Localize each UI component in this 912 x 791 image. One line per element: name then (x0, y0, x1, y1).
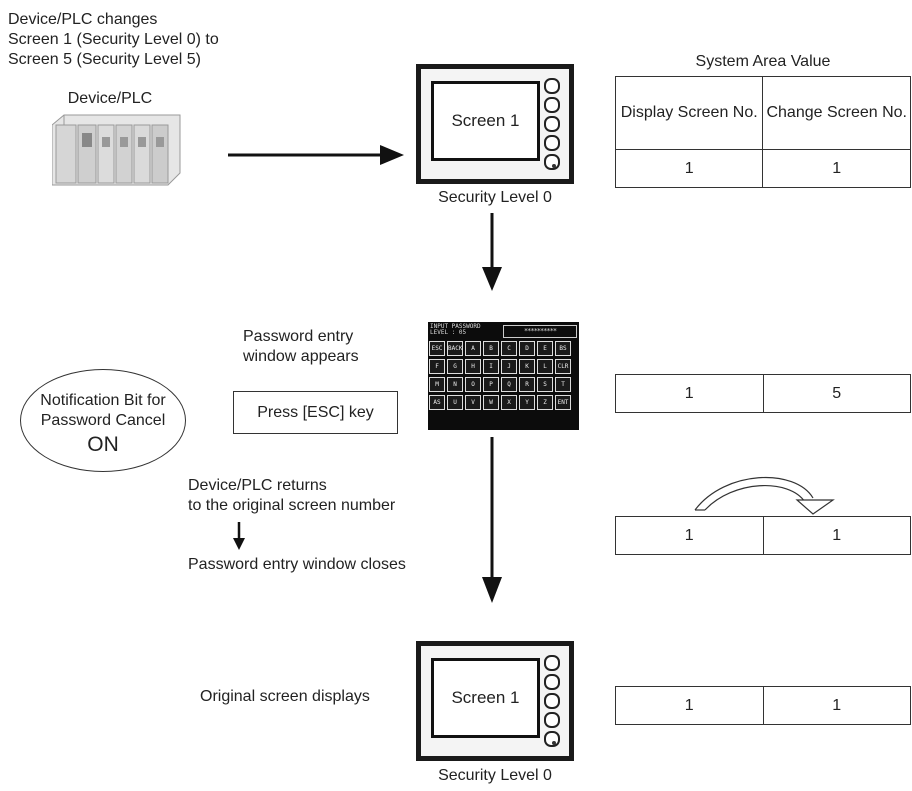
keypad-key[interactable]: M (429, 377, 445, 392)
intro-line-2: Screen 1 (Security Level 0) to (8, 31, 219, 48)
notification-line-1: Notification Bit for (40, 392, 166, 409)
keypad-key[interactable]: W (483, 395, 499, 410)
password-title-line-2: LEVEL : 05 (430, 329, 467, 336)
arrow-right (228, 145, 404, 165)
keypad-key[interactable]: L (537, 359, 553, 374)
arrow-down-2 (482, 437, 502, 603)
returns-line-2: to the original screen number (188, 497, 396, 514)
table-cell-change: 1 (762, 686, 911, 725)
keypad-key[interactable]: X (501, 395, 517, 410)
press-esc-box: Press [ESC] key (233, 391, 398, 434)
device-label: Device/PLC (67, 90, 153, 107)
keypad-key[interactable]: Y (519, 395, 535, 410)
returns-text: Device/PLC returns to the original scree… (188, 476, 395, 516)
keypad-key[interactable]: H (465, 359, 481, 374)
hmi-led-dot (552, 164, 556, 168)
table-cell-display: 1 (615, 374, 764, 413)
intro-line-1: Device/PLC changes (8, 11, 158, 28)
keypad-key[interactable]: O (465, 377, 481, 392)
window-closes-text: Password entry window closes (188, 556, 406, 573)
keypad-key[interactable]: D (519, 341, 535, 356)
table-title: System Area Value (695, 53, 831, 70)
keypad-key[interactable]: S (537, 377, 553, 392)
security-level-top: Security Level 0 (438, 189, 552, 206)
keypad-key[interactable]: N (447, 377, 463, 392)
intro-text: Device/PLC changes Screen 1 (Security Le… (8, 10, 219, 70)
keypad-key[interactable]: ENT (555, 395, 571, 410)
notification-line-2: Password Cancel (40, 412, 166, 429)
hmi-panel-top: Screen 1 (416, 64, 574, 184)
password-window-title: INPUT PASSWORD LEVEL : 05 (430, 324, 481, 336)
table-cell-display: 1 (615, 516, 764, 555)
small-arrow-down (233, 522, 245, 550)
table-cell-change: 1 (762, 516, 911, 555)
system-area-table-row-4: 1 1 (615, 686, 911, 725)
keypad-key[interactable]: CLR (555, 359, 571, 374)
hmi-screen-label: Screen 1 (431, 658, 540, 738)
hmi-panel-bottom: Screen 1 (416, 641, 574, 761)
security-level-bottom: Security Level 0 (438, 767, 552, 784)
password-appears-line-1: Password entry (243, 328, 354, 345)
keypad-key[interactable]: C (501, 341, 517, 356)
password-title-line-1: INPUT PASSWORD (430, 323, 481, 330)
password-appears-label: Password entry window appears (243, 327, 359, 367)
plc-device-icon (52, 114, 181, 186)
keypad-key[interactable]: T (555, 377, 571, 392)
arrow-down-1 (482, 213, 502, 291)
notification-on-label: ON (87, 433, 119, 456)
table-cell-display: 1 (615, 686, 764, 725)
returns-line-1: Device/PLC returns (188, 477, 327, 494)
password-entry-window: INPUT PASSWORD LEVEL : 05 ********** ESC… (428, 322, 579, 430)
table-cell-change: 1 (762, 149, 911, 188)
keypad-key[interactable]: Z (537, 395, 553, 410)
curved-arrow-icon (694, 476, 835, 515)
keypad-key[interactable]: F (429, 359, 445, 374)
hmi-function-keys (544, 78, 560, 173)
password-input-field[interactable]: ********** (503, 325, 577, 338)
keypad-key[interactable]: P (483, 377, 499, 392)
table-cell-display: 1 (614, 149, 764, 188)
keypad-key[interactable]: U (447, 395, 463, 410)
keypad-key[interactable]: E (537, 341, 553, 356)
keypad-key[interactable]: ESC (429, 341, 445, 356)
hmi-screen-label: Screen 1 (431, 81, 540, 161)
keypad-key[interactable]: B (483, 341, 499, 356)
notification-oval: Notification Bit for Password Cancel ON (20, 369, 186, 472)
keypad-key[interactable]: K (519, 359, 535, 374)
keypad-key[interactable]: BS (555, 341, 571, 356)
system-area-table-header: Display Screen No. Change Screen No. 1 1 (614, 76, 911, 188)
original-screen-label: Original screen displays (200, 688, 370, 705)
keypad-key[interactable]: BACK (447, 341, 463, 356)
keypad-key[interactable]: V (465, 395, 481, 410)
keypad-key[interactable]: I (483, 359, 499, 374)
keypad-key[interactable]: G (447, 359, 463, 374)
col-change-header: Change Screen No. (762, 76, 911, 150)
col-display-header: Display Screen No. (614, 76, 764, 150)
table-cell-change: 5 (762, 374, 911, 413)
system-area-table-row-3: 1 1 (615, 516, 911, 555)
hmi-led-dot (552, 741, 556, 745)
hmi-function-keys (544, 655, 560, 750)
keypad-key[interactable]: J (501, 359, 517, 374)
system-area-table-row-2: 1 5 (615, 374, 911, 413)
keypad-key[interactable]: Q (501, 377, 517, 392)
keypad-key[interactable]: AS (429, 395, 445, 410)
keypad-key[interactable]: A (465, 341, 481, 356)
keypad-key[interactable]: R (519, 377, 535, 392)
intro-line-3: Screen 5 (Security Level 5) (8, 51, 201, 68)
password-appears-line-2: window appears (243, 348, 359, 365)
